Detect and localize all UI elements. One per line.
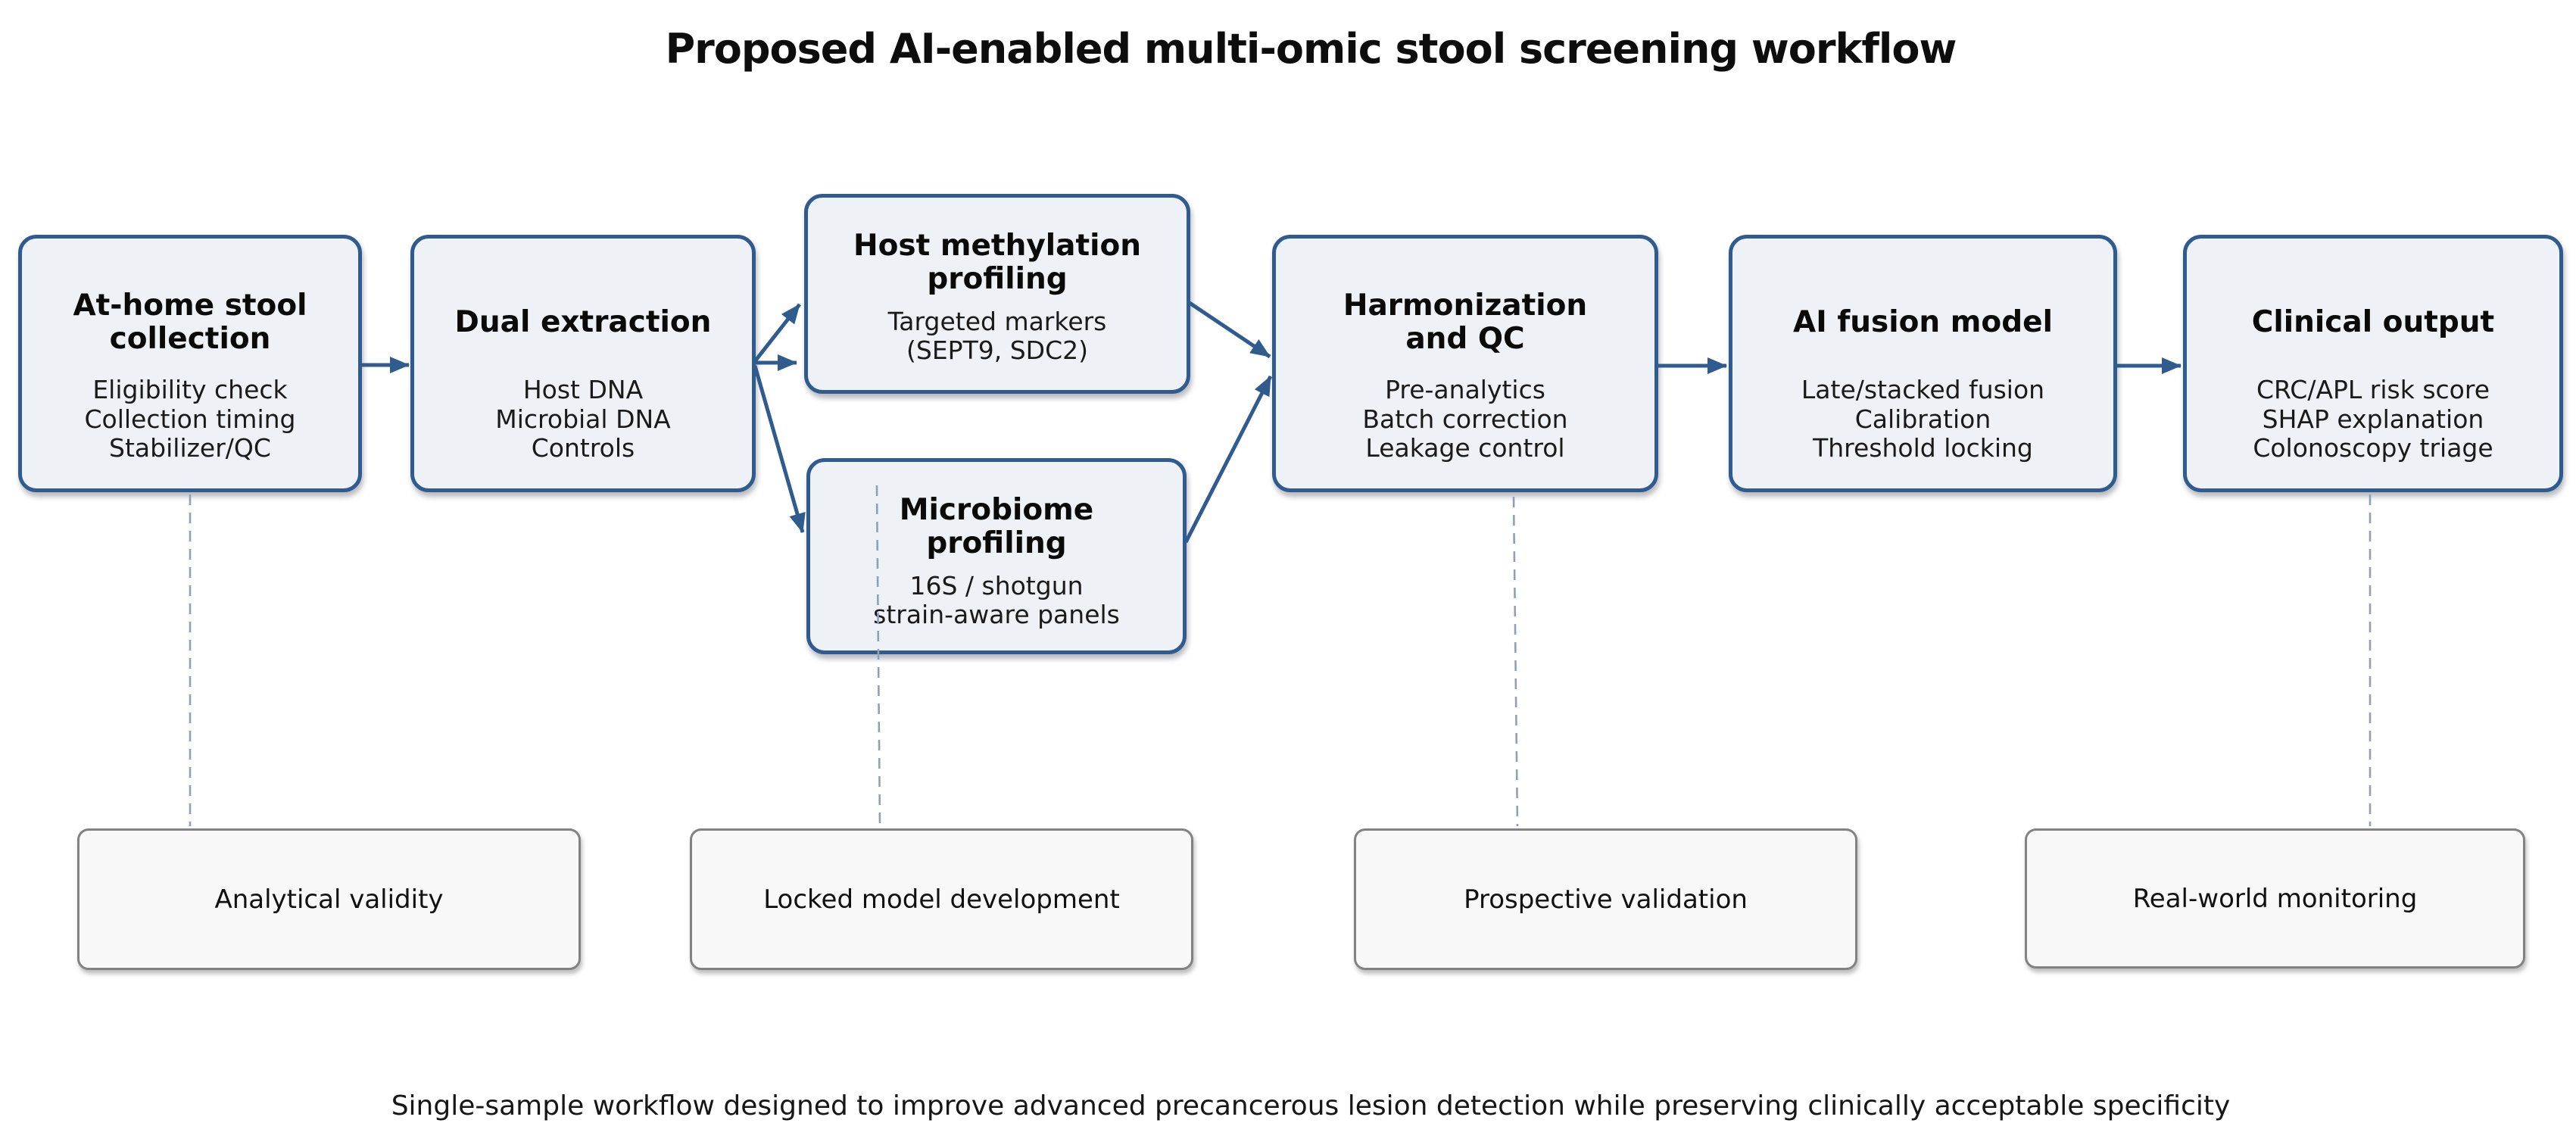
diagram-caption: Single-sample workflow designed to impro… — [391, 1090, 2231, 1121]
phase-box-analytical-validity: Analytical validity — [77, 828, 581, 970]
phase-box-prospective-validation: Prospective validation — [1354, 828, 1857, 970]
phase-box-real-world-monitoring: Real-world monitoring — [2025, 828, 2525, 969]
phase-box-label: Locked model development — [763, 884, 1120, 915]
phase-box-label: Real-world monitoring — [2132, 883, 2418, 914]
flow-box-details: Targeted markers(SEPT9, SDC2) — [887, 306, 1107, 365]
arrow-extraction-to-microbiome — [753, 365, 806, 533]
arrow-extraction-to-methylation-upper — [753, 303, 801, 363]
dashed-connector-prospective-validation — [1512, 496, 1519, 827]
flow-box-title: Dual extraction — [454, 305, 712, 339]
flow-box-title: Clinical output — [2251, 305, 2495, 339]
phase-box-label: Analytical validity — [214, 884, 444, 915]
flow-box-title: AI fusion model — [1793, 305, 2053, 339]
arrow-methylation-to-harmonization — [1188, 301, 1271, 359]
phase-box-locked-model-development: Locked model development — [690, 828, 1193, 970]
diagram-title: Proposed AI-enabled multi-omic stool scr… — [665, 25, 1957, 73]
arrow-microbiome-to-harmonization — [1184, 375, 1273, 544]
phase-box-label: Prospective validation — [1464, 884, 1748, 915]
